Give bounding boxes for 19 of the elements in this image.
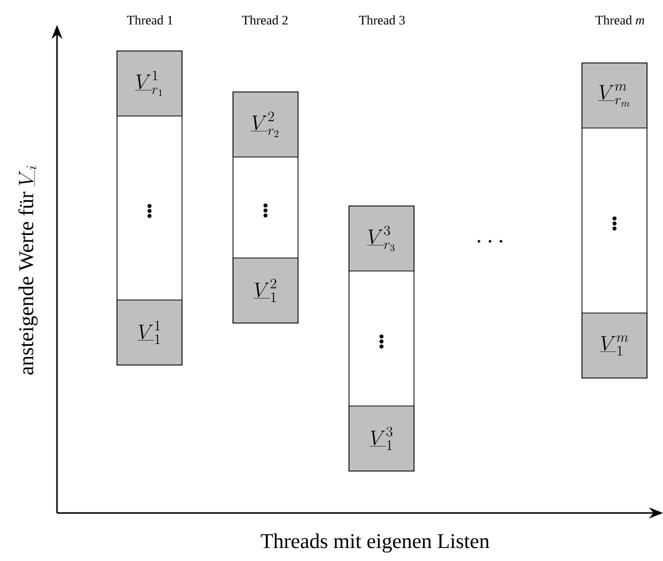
thread-heading: Thread m (596, 15, 644, 25)
axis-label: Threads mit eigenen Listen (260, 533, 490, 553)
axis-label: $\mbox{ansteigende Werte f\"ur }\underline{V}_{i}$ (18, 166, 38, 375)
value-box: $\underline{V}^{3}_{r_{3}}$ (348, 206, 414, 272)
ellipsis-dots: $\vdots$ (148, 204, 152, 218)
ellipsis-dots: $\vdots$ (380, 334, 384, 349)
value-box: $\underline{V}^{m}_{1}$ (582, 312, 648, 378)
ellipsis-dots: $\vdots$ (612, 216, 616, 231)
ellipsis-dots: $\vdots$ (264, 203, 268, 218)
thread-heading: Thread 1 (126, 15, 173, 25)
value-box: $\underline{V}^{3}_{1}$ (348, 406, 414, 472)
value-box: $\underline{V}^{m}_{r_{m}}$ (582, 62, 648, 128)
value-box: $\underline{V}^{2}_{r_{2}}$ (232, 92, 298, 158)
value-box: $\underline{V}^{1}_{r_{1}}$ (116, 50, 182, 116)
thread-heading: Thread 3 (358, 15, 405, 25)
ellipsis-dots: $\cdots$ (478, 240, 502, 243)
value-box: $\underline{V}^{2}_{1}$ (232, 258, 298, 324)
thread-heading: Thread 2 (242, 15, 288, 25)
value-box: $\underline{V}^{1}_{1}$ (116, 300, 182, 366)
